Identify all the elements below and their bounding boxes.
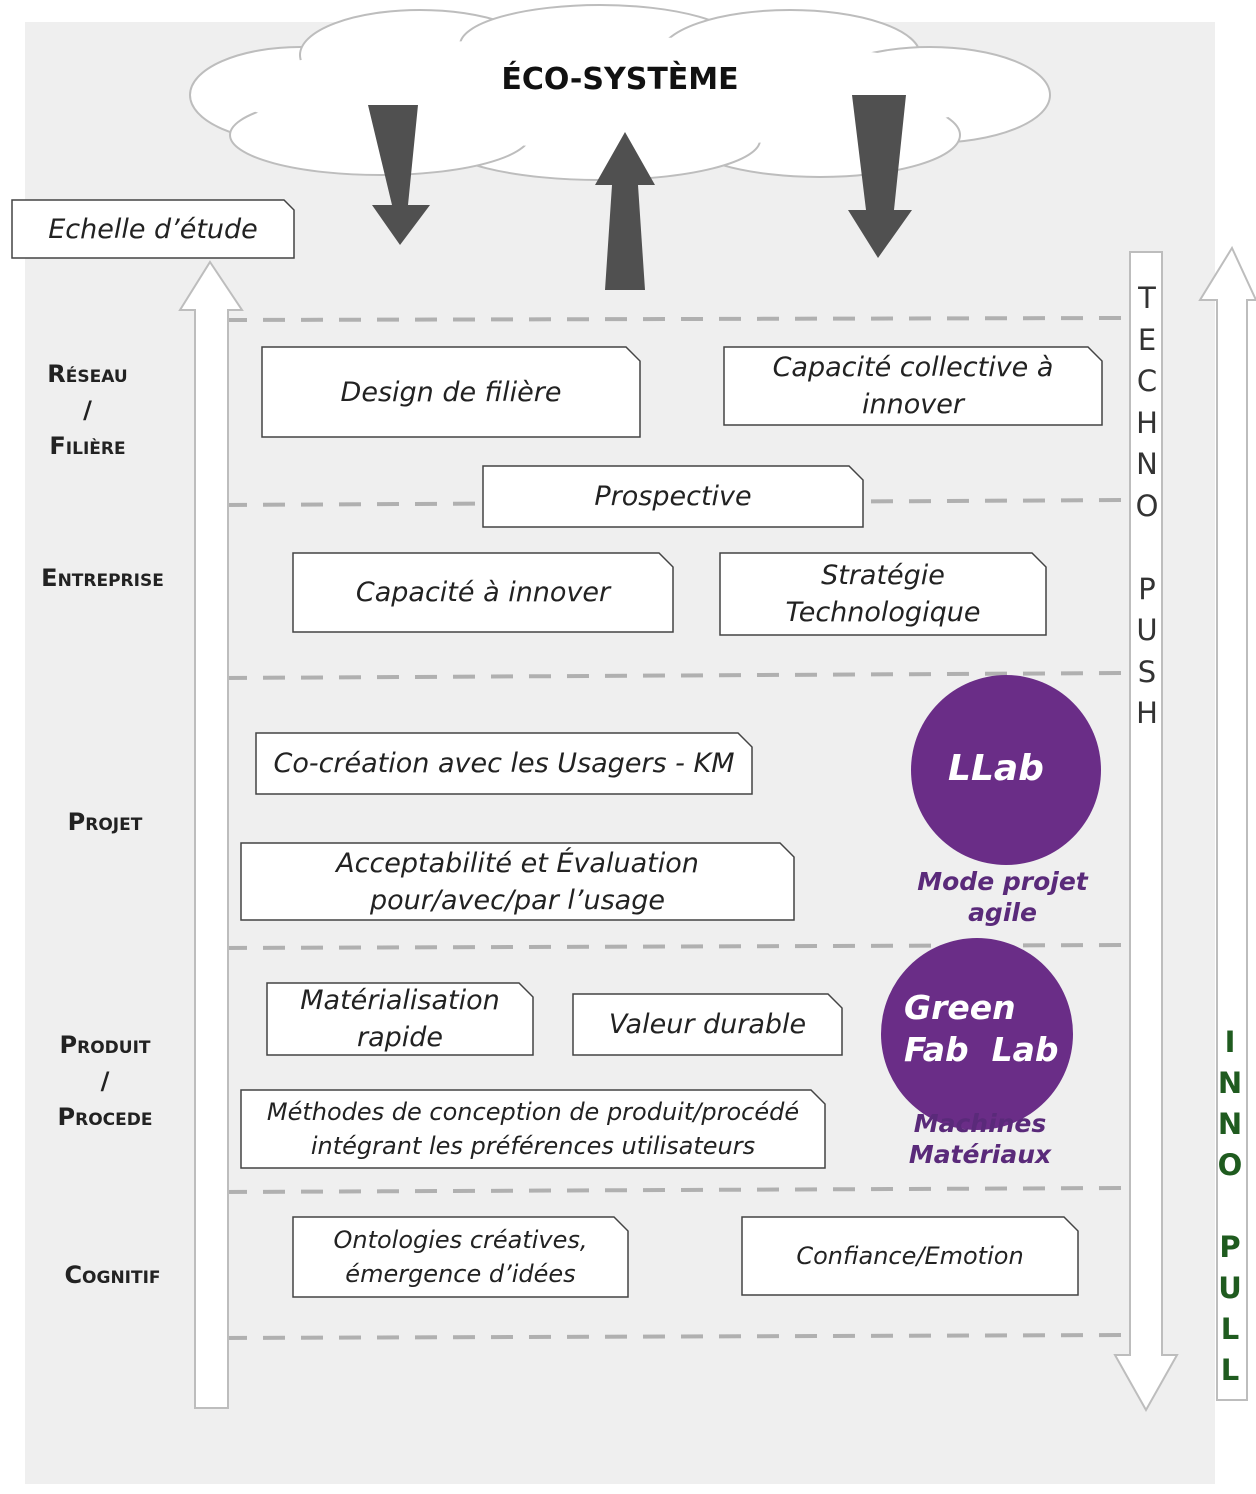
techno-push-arrow bbox=[1113, 251, 1179, 1413]
level-reseau-filiere: Réseau / Filière bbox=[47, 360, 128, 460]
techno-letter: P bbox=[1138, 571, 1156, 606]
inno-letter: L bbox=[1220, 1312, 1240, 1346]
box-shapes bbox=[11, 199, 1103, 1298]
inno-letter: I bbox=[1224, 1025, 1236, 1059]
greenfablab-line1: Green bbox=[904, 988, 1016, 1027]
box-confiance: Confiance/Emotion bbox=[796, 1242, 1024, 1270]
techno-letter: S bbox=[1137, 654, 1157, 689]
cloud-arrows bbox=[368, 95, 912, 290]
box-prospective: Prospective bbox=[594, 481, 752, 512]
inno-letter: N bbox=[1217, 1107, 1243, 1141]
ecosystem-title: ÉCO-SYSTÈME bbox=[501, 62, 739, 97]
inno-letter: P bbox=[1219, 1230, 1241, 1264]
box-acceptabilite: Acceptabilité et Évaluation pour/avec/pa… bbox=[336, 847, 699, 916]
techno-letter: H bbox=[1136, 696, 1158, 730]
box-co-creation: Co-création avec les Usagers - KM bbox=[273, 748, 735, 779]
box-materialisation: Matérialisation rapide bbox=[300, 985, 500, 1053]
llab-circle bbox=[911, 675, 1101, 865]
greenfablab-caption: Machines Matériaux bbox=[908, 1109, 1052, 1169]
level-cognitif: Cognitif bbox=[64, 1261, 161, 1289]
inno-pull-label: I N N O P U L L bbox=[1214, 1022, 1246, 1391]
techno-letter: U bbox=[1136, 613, 1158, 647]
llab-label: LLab bbox=[948, 748, 1044, 789]
techno-push-label: T E C H N O P U S H bbox=[1131, 278, 1163, 735]
techno-letter: E bbox=[1137, 322, 1157, 357]
box-strategie-technologique: Stratégie Technologique bbox=[785, 560, 981, 628]
techno-letter: H bbox=[1136, 405, 1158, 440]
box-ontologies: Ontologies créatives, émergence d’idées bbox=[333, 1226, 588, 1288]
level-projet: Projet bbox=[67, 808, 143, 836]
techno-letter: N bbox=[1136, 447, 1158, 481]
techno-letter: O bbox=[1135, 488, 1159, 523]
box-capacite-innover: Capacité à innover bbox=[355, 577, 611, 608]
inno-pull-arrow bbox=[1198, 245, 1256, 1401]
arrow-down-left bbox=[368, 105, 430, 245]
ecosystem-cloud bbox=[189, 4, 1051, 181]
inno-letter: O bbox=[1217, 1148, 1243, 1182]
inno-letter: U bbox=[1218, 1271, 1242, 1305]
techno-letter: T bbox=[1138, 281, 1156, 315]
level-produit-procede: Produit / Procede bbox=[57, 1031, 153, 1131]
arrow-up-center bbox=[595, 132, 655, 290]
box-capacite-collective: Capacité collective à innover bbox=[772, 352, 1054, 420]
techno-letter: C bbox=[1136, 364, 1158, 398]
level-entreprise: Entreprise bbox=[41, 564, 164, 592]
box-methodes: Méthodes de conception de produit/procéd… bbox=[266, 1098, 800, 1160]
llab-caption: Mode projet agile bbox=[917, 867, 1088, 927]
inno-letter: N bbox=[1217, 1066, 1243, 1100]
greenfablab-circle bbox=[881, 938, 1073, 1130]
scale-label: Echelle d’étude bbox=[48, 213, 258, 245]
box-valeur-durable: Valeur durable bbox=[608, 1009, 807, 1040]
arrow-down-right bbox=[848, 95, 912, 258]
scale-arrow bbox=[178, 260, 244, 1409]
greenfablab-line2: Fab Lab bbox=[904, 1030, 1059, 1069]
box-design-filiere: Design de filière bbox=[340, 376, 562, 408]
inno-letter: L bbox=[1220, 1353, 1240, 1387]
